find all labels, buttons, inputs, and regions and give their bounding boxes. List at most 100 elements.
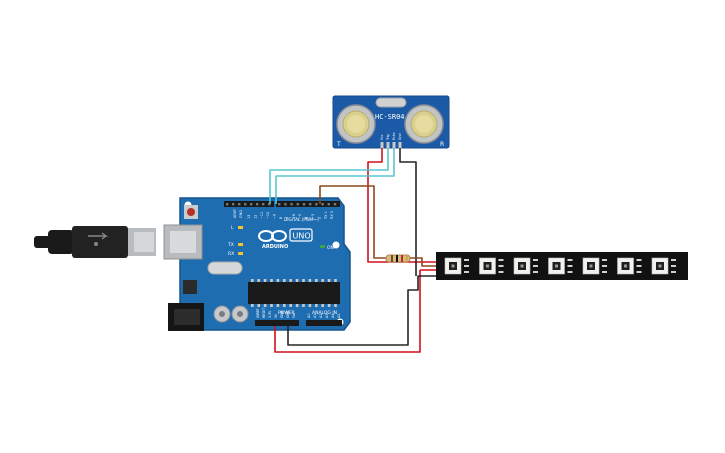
chip-pin (263, 304, 267, 307)
led-pixel[interactable] (513, 257, 531, 275)
wire-black-sensor-gnd[interactable] (399, 148, 417, 276)
analog-pin-label: A2 (319, 314, 323, 318)
sensor-pin-label: Trig (386, 134, 390, 141)
led-pixel[interactable] (651, 257, 669, 275)
chip-pin (251, 279, 254, 282)
header-hole (250, 203, 253, 206)
power-pin-label: RESET (262, 308, 266, 318)
digital-pin-label: ~5 (298, 214, 302, 219)
wire-cyan-echo[interactable] (275, 148, 395, 204)
digital-pin-label: ~10 (266, 212, 270, 219)
arduino-logo-text: ARDUINO (262, 244, 288, 250)
wire-cyan-trig[interactable] (269, 148, 389, 204)
header-hole (333, 203, 337, 206)
sensor-corner-label-t: T (336, 141, 341, 148)
header-hole (262, 203, 265, 206)
sensor-pin[interactable] (398, 142, 402, 149)
sensor-pin[interactable] (386, 142, 390, 149)
header-hole (244, 203, 247, 206)
chip-pin (276, 279, 280, 282)
strip-pad (567, 271, 573, 273)
strip-pad (464, 265, 469, 267)
atmega-chip (248, 279, 340, 307)
strip-pad (498, 265, 504, 267)
strip-pad (671, 265, 676, 267)
resistor[interactable] (385, 254, 411, 263)
voltage-regulator (183, 280, 197, 294)
strip-pad (464, 259, 469, 261)
power-pin-label: Vin (292, 313, 296, 318)
wire-brown-resistor-to-strip[interactable] (410, 257, 438, 267)
analog-pin-label: A0 (307, 314, 311, 318)
power-pin-label: GND (280, 310, 284, 318)
chip-pin (257, 279, 260, 282)
transmitter-transducer (336, 104, 376, 144)
header-hole (226, 203, 229, 206)
chip-pin (263, 279, 267, 282)
chip-pin (295, 304, 299, 307)
led-pixel[interactable] (548, 257, 565, 275)
led-pixel[interactable] (582, 257, 600, 275)
digital-pin-label: RX 0 (330, 211, 334, 219)
strip-pad (602, 259, 607, 261)
uno-badge-text: UNO (293, 232, 311, 241)
led-pixel[interactable] (617, 257, 634, 275)
chip-pin (302, 279, 305, 282)
chip-pin (302, 304, 305, 307)
header-hole (315, 203, 318, 206)
arduino-uno-board[interactable]: L TX RX ON ARDUINO UNO DIGITAL (PWM~) AR… (163, 197, 351, 331)
power-header-label: POWER (278, 310, 295, 316)
receiver-transducer (404, 104, 444, 144)
gnd-label: GND (239, 210, 243, 218)
header-hole (302, 203, 306, 206)
sensor-pin[interactable] (392, 142, 396, 149)
digital-pin-label: 2 (317, 217, 321, 219)
power-pin-label: GND (286, 310, 290, 318)
strip-pad (464, 271, 469, 273)
digital-pin-label: ~6 (292, 214, 296, 219)
wire-red-sensor-vcc[interactable] (367, 148, 438, 263)
led-label-l: L (231, 225, 234, 231)
chip-pin (308, 304, 312, 307)
strip-pad (636, 265, 642, 267)
wire-black-gnd[interactable] (287, 275, 438, 346)
header-hole (278, 203, 281, 206)
analog-pin-label: A4 (331, 314, 335, 318)
led-pixel[interactable] (444, 257, 462, 275)
sensor-crystal (375, 97, 407, 108)
onboard-leds: L TX RX ON (227, 225, 334, 257)
chip-pin (257, 304, 260, 307)
wire-brown-data[interactable] (319, 185, 386, 259)
power-pin-label: IOREF (256, 308, 260, 318)
crystal-oscillator (207, 261, 243, 275)
digital-pin-label: ~11 (260, 212, 264, 219)
chip-pin (321, 304, 324, 307)
digital-pin-label: TX 1 (324, 211, 328, 220)
strip-pad (533, 259, 538, 261)
strip-pad (671, 271, 676, 273)
led-label-on: ON (327, 245, 334, 251)
led-pixel[interactable] (479, 257, 496, 275)
sensor-pins[interactable] (380, 142, 402, 149)
uno-badge (289, 228, 313, 242)
power-pin-label: 5V (274, 313, 278, 318)
header-hole (321, 203, 324, 206)
strip-pad (636, 259, 642, 261)
sensor-pin-label: Vcc (380, 134, 384, 140)
strip-pad (498, 271, 504, 273)
neopixel-led-strip[interactable] (436, 252, 688, 280)
wire-red-5v-to-sensor[interactable] (274, 270, 421, 353)
digital-pin-label: 7 (285, 217, 289, 219)
sensor-pin-label: Gnd (398, 133, 402, 140)
sensor-pin[interactable] (380, 142, 384, 149)
strip-pad (567, 265, 573, 267)
usb-cable[interactable] (34, 226, 156, 258)
chip-pin (308, 279, 312, 282)
chip-pin (315, 304, 318, 307)
header-hole (256, 203, 259, 206)
